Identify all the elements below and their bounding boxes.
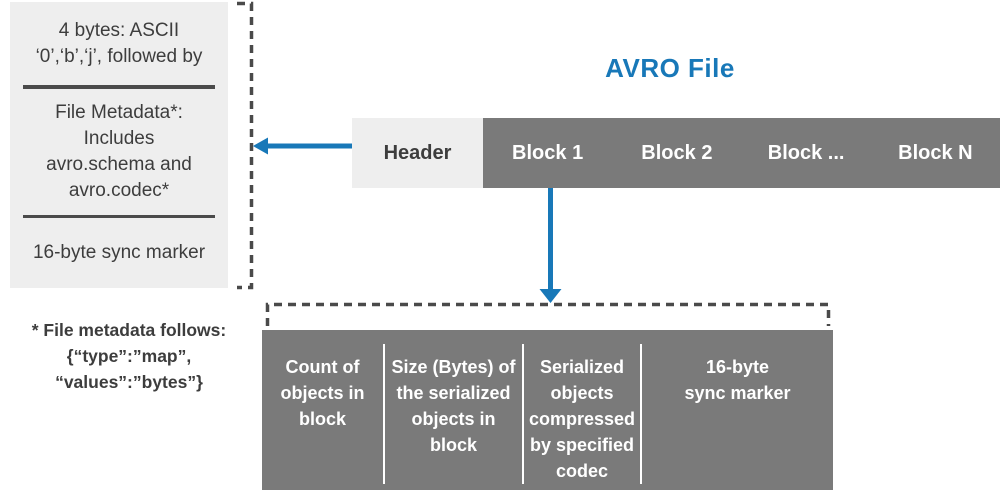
arrow-down-icon [539,188,562,303]
cell-divider [383,344,385,484]
serialized-objects-cell: Serialized objects compressed by specifi… [528,357,636,481]
file-structure-bar: Header Block 1 Block 2 Block ... Block N [352,118,1000,188]
panel-divider [23,85,215,89]
block-ellipsis-segment: Block ... [741,118,871,188]
block-1-segment: Block 1 [483,118,613,188]
cell-divider [522,344,524,484]
cell-divider [640,344,642,484]
panel-divider [23,214,215,218]
block-sync-marker-cell: 16-byte sync marker [684,357,791,403]
block-n-segment: Block N [870,118,1000,188]
diagram-title: AVRO File [605,53,735,83]
metadata-footnote: * File metadata follows: {“type”:”map”, … [31,320,227,392]
header-dashed-bracket [237,1,254,290]
sync-marker-label: 16-byte sync marker [32,242,206,263]
magic-bytes-label: 4 bytes: ASCII ‘0’,‘b’,‘j’, followed by [35,19,203,67]
file-metadata-label: File Metadata*: Includes avro.schema and… [46,101,192,201]
arrow-left-icon [253,137,352,155]
header-detail-panel: 4 bytes: ASCII ‘0’,‘b’,‘j’, followed by … [10,2,228,288]
object-count-cell: Count of objects in block [280,357,365,429]
serialized-size-cell: Size (Bytes) of the serialized objects i… [391,357,516,455]
block-detail-box: Count of objects in block Size (Bytes) o… [262,330,833,490]
block-2-segment: Block 2 [612,118,742,188]
block-detail-dashed-border [265,302,831,326]
header-segment: Header [352,118,483,188]
